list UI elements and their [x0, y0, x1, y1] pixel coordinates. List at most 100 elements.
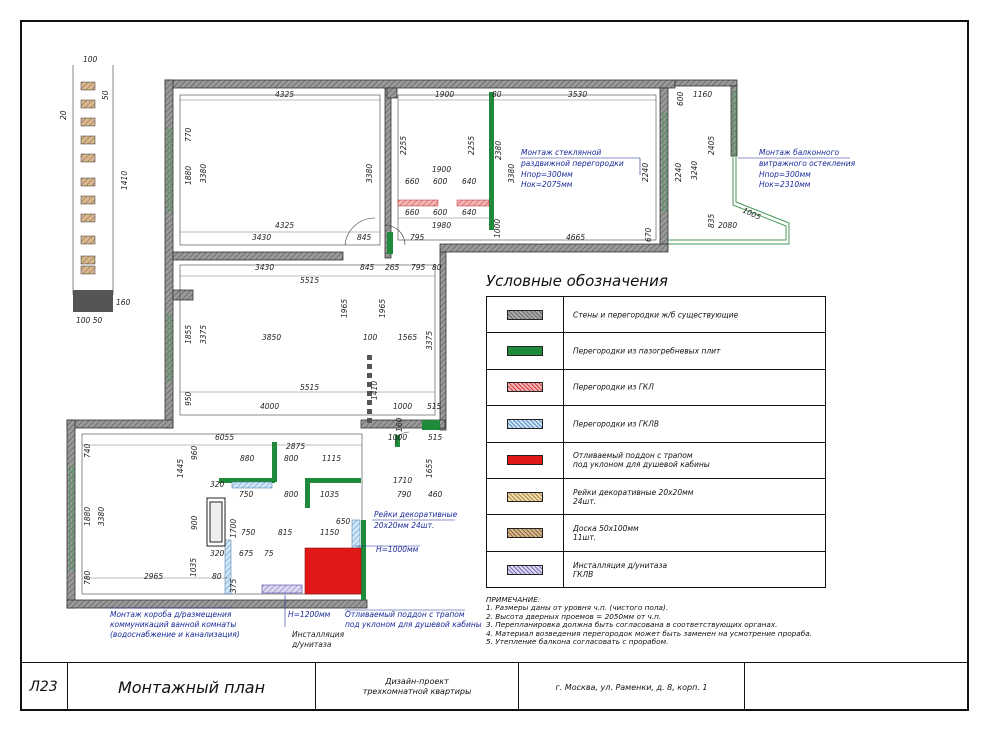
notes: ПРИМЕЧАНИЕ: 1. Размеры даны от уровня ч.… — [486, 595, 813, 647]
legend-label: Перегородки из пазогребневых плит — [573, 346, 721, 356]
svg-text:100: 100 — [83, 55, 98, 64]
svg-text:80: 80 — [212, 572, 222, 581]
svg-text:100: 100 — [363, 333, 378, 342]
svg-text:1115: 1115 — [322, 454, 341, 463]
legend-row: Доска 50х100мм 11шт. — [487, 515, 825, 552]
svg-text:1000: 1000 — [493, 219, 502, 238]
legend-swatch-gklv — [507, 418, 543, 429]
svg-text:80: 80 — [432, 263, 442, 272]
svg-text:2380: 2380 — [494, 141, 503, 160]
svg-text:1965: 1965 — [378, 299, 387, 318]
svg-text:4325: 4325 — [275, 90, 294, 99]
windows — [69, 112, 667, 570]
notes-heading: ПРИМЕЧАНИЕ: — [486, 595, 541, 604]
svg-text:600: 600 — [676, 91, 685, 106]
svg-text:20: 20 — [59, 110, 68, 120]
svg-text:1565: 1565 — [398, 333, 417, 342]
svg-text:2965: 2965 — [144, 572, 163, 581]
svg-text:845: 845 — [360, 263, 375, 272]
svg-text:600: 600 — [433, 177, 448, 186]
annotation-h1000: H=1000мм — [376, 545, 419, 554]
svg-text:375: 375 — [229, 578, 238, 593]
svg-text:Hпор=300мм: Hпор=300мм — [521, 170, 573, 179]
legend-row: Перегородки из ГКЛ — [487, 369, 825, 407]
svg-text:1980: 1980 — [432, 221, 451, 230]
annotation-rails: Рейки декоративные 20х20мм 24шт. — [374, 510, 458, 530]
note-line: 4. Материал возведения перегородок может… — [486, 628, 813, 638]
toilet-installation — [261, 584, 303, 594]
svg-text:515: 515 — [427, 402, 442, 411]
shower-tray — [304, 547, 362, 595]
note-line: 3. Перепланировка должна быть согласован… — [486, 620, 778, 630]
legend-title: Условные обозначения — [486, 272, 668, 290]
pgp-partitions — [219, 92, 494, 600]
svg-text:650: 650 — [336, 517, 351, 526]
svg-text:Монтаж балконного: Монтаж балконного — [759, 148, 840, 157]
svg-text:2240: 2240 — [641, 163, 650, 182]
legend-table: Стены и перегородки ж/б существующие Пер… — [486, 296, 826, 589]
svg-text:675: 675 — [239, 549, 254, 558]
svg-text:160: 160 — [395, 417, 404, 432]
svg-text:6055: 6055 — [215, 433, 234, 442]
svg-text:1000: 1000 — [388, 433, 407, 442]
svg-text:4325: 4325 — [275, 221, 294, 230]
svg-text:2255: 2255 — [399, 136, 408, 155]
sheet-title: Монтажный план — [68, 663, 316, 711]
legend-label: Перегородки из ГКЛВ — [573, 419, 660, 429]
svg-text:3375: 3375 — [199, 325, 208, 344]
annotation-h1200: H=1200мм — [288, 610, 331, 619]
legend-swatch-board — [507, 528, 543, 539]
svg-text:780: 780 — [83, 570, 92, 585]
legend-row: Перегородки из пазогребневых плит — [487, 333, 825, 370]
drawing-sheet — [20, 20, 969, 711]
legend-row: Стены и перегородки ж/б существующие — [487, 297, 825, 334]
svg-text:160: 160 — [116, 298, 131, 307]
svg-text:75: 75 — [264, 549, 274, 558]
svg-text:640: 640 — [462, 208, 477, 217]
svg-text:750: 750 — [241, 528, 256, 537]
note-line: 5. Утепление балкона согласовать с прора… — [486, 637, 669, 647]
svg-text:д/унитаза: д/унитаза — [291, 640, 332, 649]
svg-text:Hок=2310мм: Hок=2310мм — [759, 180, 811, 189]
annotation-tray: Отливаемый поддон с трапом под уклоном д… — [345, 610, 482, 629]
svg-text:880: 880 — [240, 454, 255, 463]
legend-swatch-installation — [507, 564, 543, 575]
svg-text:20х20мм 24шт.: 20х20мм 24шт. — [374, 521, 434, 530]
svg-text:Рейки декоративные: Рейки декоративные — [374, 510, 458, 519]
svg-text:раздвижной перегородки: раздвижной перегородки — [520, 159, 624, 168]
svg-text:5515: 5515 — [300, 383, 319, 392]
svg-text:740: 740 — [83, 443, 92, 458]
legend-swatch-pgp — [507, 346, 543, 357]
svg-text:1655: 1655 — [425, 459, 434, 478]
balcony-glazing — [668, 90, 790, 245]
project-name: Дизайн-проект трехкомнатной квартиры — [316, 663, 519, 711]
svg-text:4665: 4665 — [566, 233, 585, 242]
svg-text:600: 600 — [433, 208, 448, 217]
svg-text:коммуникаций ванной комнаты: коммуникаций ванной комнаты — [110, 620, 236, 629]
svg-text:845: 845 — [357, 233, 372, 242]
svg-text:Hпор=300мм: Hпор=300мм — [759, 170, 811, 179]
legend-row: Отливаемый поддон с трапом под уклоном д… — [487, 442, 825, 479]
svg-text:1880: 1880 — [83, 507, 92, 526]
svg-text:1035: 1035 — [189, 558, 198, 577]
legend-swatch-rails — [507, 491, 543, 502]
rail-elevation: 100 100 50 160 1410 50 20 — [59, 55, 131, 325]
leader-lines — [108, 157, 850, 627]
title-block: Л23 Монтажный план Дизайн-проект трехком… — [20, 662, 969, 711]
svg-text:100 50: 100 50 — [76, 316, 102, 325]
svg-text:950: 950 — [184, 391, 193, 406]
legend-row: Перегородки из ГКЛВ — [487, 406, 825, 443]
svg-text:4000: 4000 — [260, 402, 279, 411]
svg-text:1445: 1445 — [176, 459, 185, 478]
note-line: 1. Размеры даны от уровня ч.п. (чистого … — [486, 603, 669, 613]
bathtub — [206, 497, 226, 547]
svg-text:Монтаж стеклянной: Монтаж стеклянной — [521, 148, 601, 157]
legend-label: Рейки декоративные 20х20мм 24шт. — [573, 487, 694, 506]
svg-text:2240: 2240 — [674, 163, 683, 182]
legend-swatch-tray — [507, 455, 543, 466]
svg-text:670: 670 — [644, 227, 653, 242]
existing-walls — [66, 79, 738, 609]
svg-text:3380: 3380 — [199, 164, 208, 183]
svg-text:Отливаемый поддон с трапом: Отливаемый поддон с трапом — [345, 610, 465, 619]
